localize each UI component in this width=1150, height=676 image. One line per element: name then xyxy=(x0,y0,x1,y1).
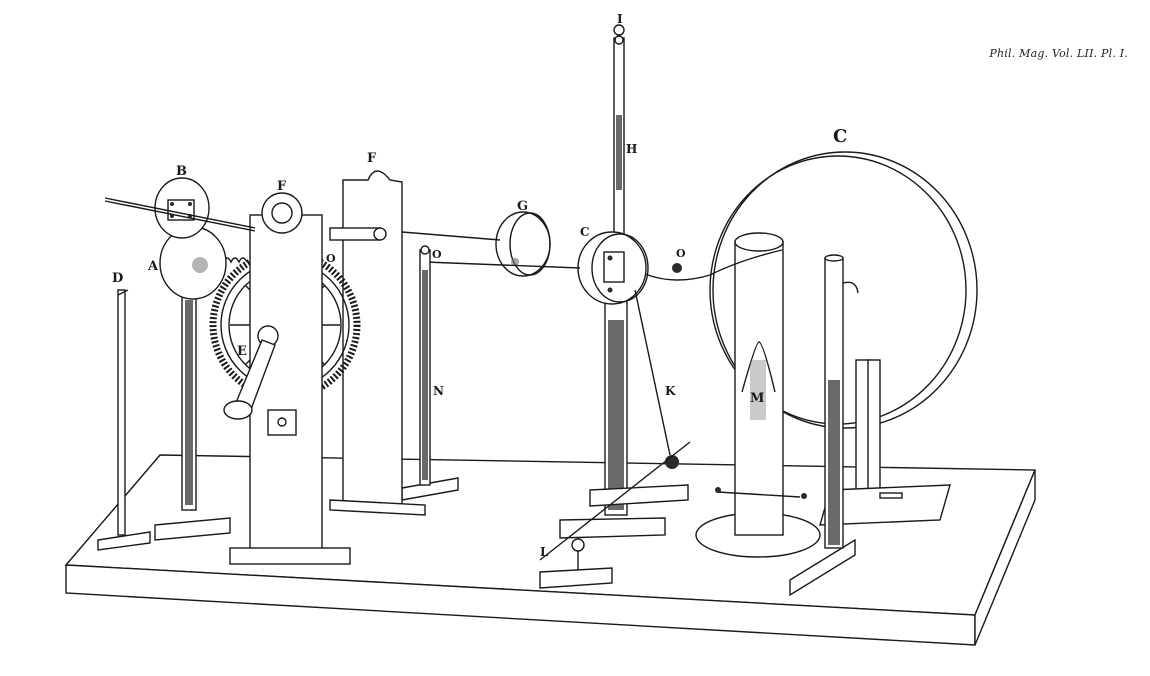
rod-d xyxy=(97,289,151,551)
label-g: G xyxy=(517,199,528,214)
glass-jar-m xyxy=(695,232,821,558)
crank-handle xyxy=(223,325,279,420)
label-l: L xyxy=(540,545,549,559)
base-board xyxy=(64,454,1037,646)
label-o-right: O xyxy=(676,247,686,260)
label-n: N xyxy=(433,384,444,398)
label-f-left: F xyxy=(277,179,287,194)
label-m: M xyxy=(750,391,764,406)
label-b: B xyxy=(176,164,187,179)
frame-f-left xyxy=(229,192,351,565)
plate-caption: Phil. Mag. Vol. LII. Pl. I. xyxy=(989,47,1128,60)
disc-b xyxy=(104,177,256,239)
disc-a xyxy=(154,226,231,541)
handle-l xyxy=(539,441,691,589)
label-i: I xyxy=(617,12,623,26)
label-o-left: O xyxy=(326,252,336,265)
label-o-mid: O xyxy=(432,248,442,261)
small-disc-c xyxy=(559,231,689,539)
label-a: A xyxy=(147,259,159,274)
pendulum-k xyxy=(634,289,679,469)
right-tube-stand xyxy=(789,254,856,597)
label-c-small: C xyxy=(580,225,590,239)
label-h: H xyxy=(626,142,637,156)
letter-labels: A B C C D E F F G H I K L M N O O O xyxy=(112,12,847,559)
label-d: D xyxy=(112,271,123,286)
ball-g xyxy=(495,211,551,277)
label-f-right: F xyxy=(367,151,377,166)
label-e: E xyxy=(237,344,247,359)
label-k: K xyxy=(665,384,676,398)
knob-o xyxy=(672,263,682,273)
label-c-large: C xyxy=(833,126,847,147)
rod-h xyxy=(613,24,625,244)
board-f-right xyxy=(329,170,426,516)
